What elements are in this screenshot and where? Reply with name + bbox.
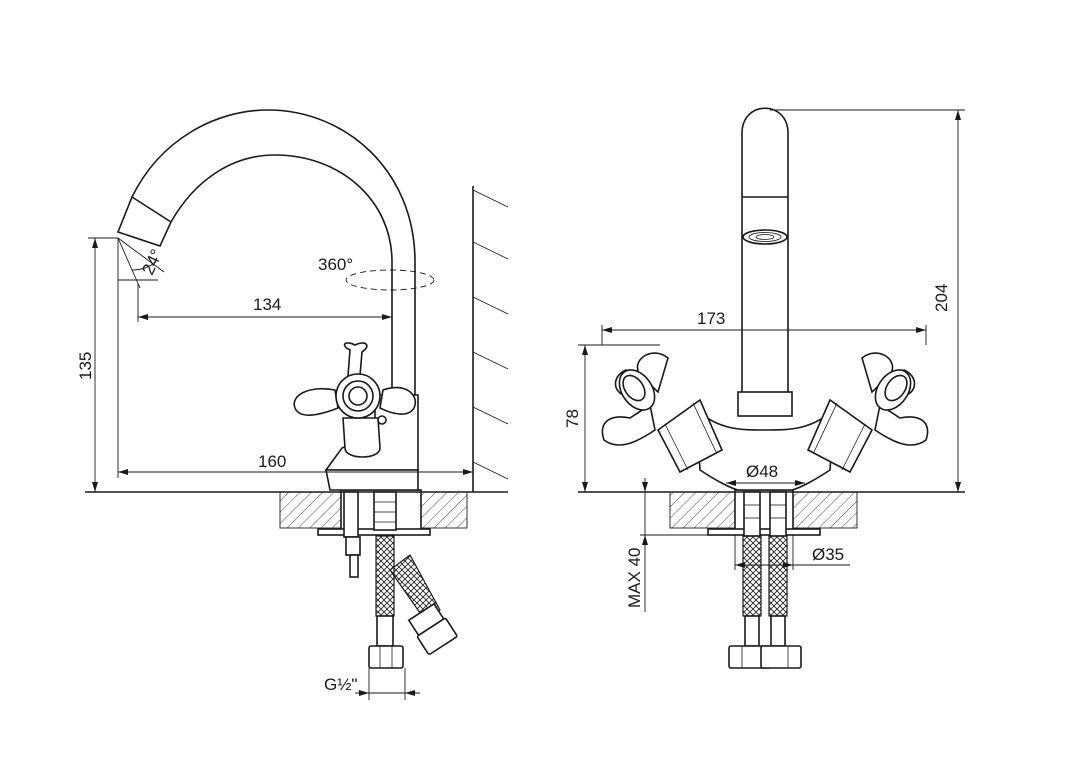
side-view: 24° 360° 134 135 160 G½": [76, 109, 509, 700]
label-max-deck: MAX 40: [625, 548, 644, 608]
side-dimensions: [88, 237, 473, 700]
supply-lines-side: [343, 491, 458, 669]
cross-handle-side: [293, 342, 417, 458]
wall: [472, 186, 509, 492]
label-side-height: 135: [76, 352, 95, 380]
spout-front: [737, 107, 793, 417]
front-view: 204 173 78 Ø48 Ø35 MAX 40: [563, 107, 965, 669]
label-connection-thread: G½": [324, 675, 357, 694]
label-side-depth: 160: [258, 452, 286, 471]
cross-handle-left: [601, 352, 724, 474]
cross-handle-right: [806, 352, 929, 474]
countertop-section-side: [85, 489, 508, 536]
label-hole-diameter: Ø35: [812, 545, 844, 564]
label-spout-reach: 134: [253, 295, 281, 314]
label-swivel: 360°: [318, 255, 353, 274]
front-dimensions: [578, 109, 965, 612]
label-front-width: 173: [697, 309, 725, 328]
label-spout-angle: 24°: [138, 246, 166, 277]
supply-lines-front: [728, 491, 802, 669]
label-base-diameter: Ø48: [746, 462, 778, 481]
label-handle-height: 78: [563, 409, 582, 428]
swivel-marker: [345, 269, 435, 291]
spout: [116, 109, 416, 396]
label-front-height: 204: [932, 284, 951, 312]
